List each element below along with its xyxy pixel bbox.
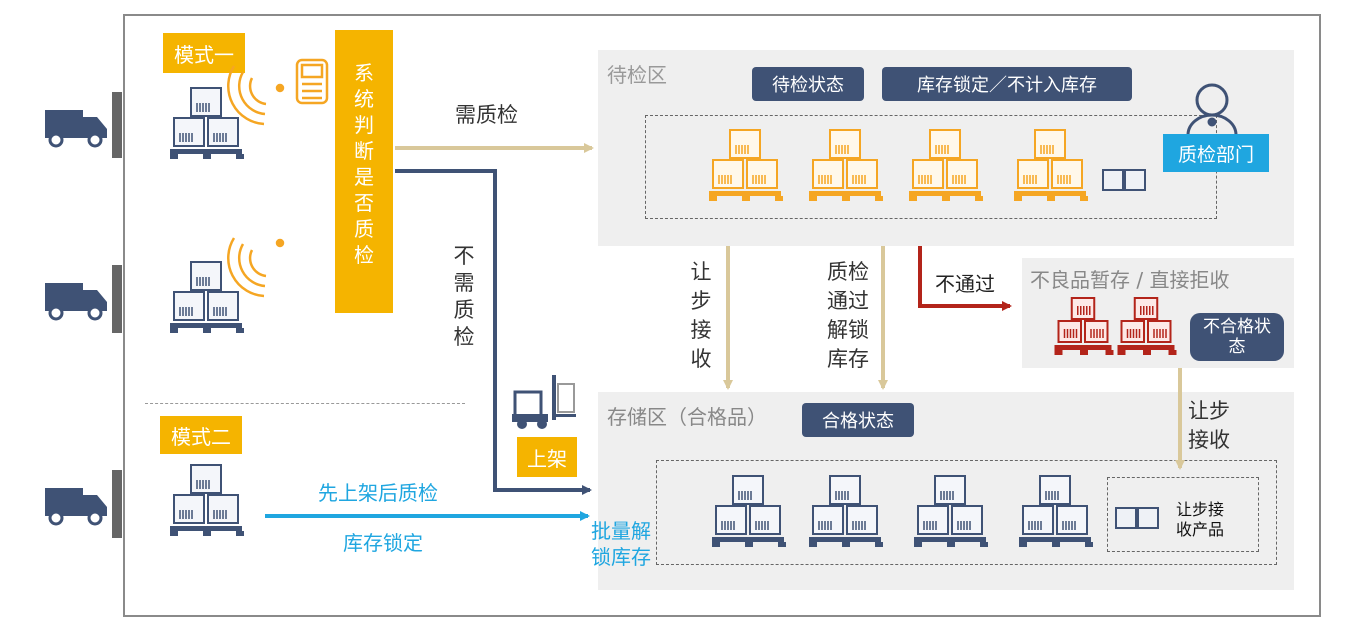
concession-product-label: 让步接收产品: [1176, 500, 1236, 540]
qualified-status-tag: 合格状态: [802, 403, 914, 437]
pallet-icon: [709, 129, 783, 201]
system-judge-text: 系统判断是否质检: [354, 61, 374, 267]
stock-locked-label: 库存锁定: [343, 531, 423, 555]
shelve-first-label: 先上架后质检: [318, 481, 438, 505]
batch-unlock-label: 批量解锁库存: [591, 518, 663, 570]
stock-lock-tag: 库存锁定／不计入库存: [882, 67, 1132, 101]
qc-department: 质检部门: [1163, 134, 1269, 172]
scanner-icon: [295, 58, 329, 105]
need-qc-label: 需质检: [455, 103, 518, 127]
pallet-icon: [809, 475, 883, 547]
loose-box-icon: [1102, 169, 1146, 191]
shelve-label: 上架: [517, 437, 577, 477]
pallet-icon: [170, 87, 244, 159]
qc-pass-label: 质检通过解锁库存: [827, 258, 873, 374]
unqualified-status-tag: 不合格状态: [1190, 313, 1284, 361]
fail-label: 不通过: [935, 272, 995, 296]
concession-product-box: [1107, 477, 1259, 552]
concession-product-text: 让步接收产品: [1176, 500, 1225, 539]
truck-icon: [45, 92, 122, 158]
pallet-icon: [170, 464, 244, 536]
rfid-signal-icon: [227, 237, 285, 298]
concession-right-label: 让步接收: [1188, 397, 1234, 455]
storage-zone-title: 存储区（合格品）: [607, 405, 767, 429]
pallet-icon: [1019, 475, 1093, 547]
truck-icon: [45, 265, 122, 333]
fail-arrow: [918, 246, 1012, 311]
pallet-icon: [1117, 297, 1177, 355]
pending-zone-title: 待检区: [607, 63, 667, 87]
mode-separator: [145, 403, 465, 404]
storage-pallet-area: [656, 460, 1277, 565]
pallet-icon: [914, 475, 988, 547]
mode1-label: 模式一: [163, 33, 245, 73]
rfid-signal-icon: [227, 65, 285, 126]
concession-left-label: 让步接收: [690, 260, 712, 371]
pallet-icon: [1054, 297, 1114, 355]
pallet-icon: [170, 261, 244, 333]
mode2-label: 模式二: [160, 416, 242, 454]
no-qc-label: 不需质检: [453, 244, 475, 349]
batch-unlock-text: 批量解锁库存: [591, 519, 651, 569]
pallet-icon: [909, 129, 983, 201]
qc-pass-text: 质检通过解锁库存: [827, 260, 869, 371]
unqualified-status-text: 不合格状态: [1203, 317, 1271, 357]
warehouse-frame: [123, 14, 1321, 617]
pallet-icon: [712, 475, 786, 547]
no-qc-arrow: [395, 169, 592, 495]
pending-status-tag: 待检状态: [752, 67, 864, 101]
loose-box-icon: [1115, 507, 1159, 529]
truck-icon: [45, 470, 122, 538]
concession-right-text: 让步接收: [1188, 399, 1230, 452]
forklift-icon: [512, 375, 576, 429]
qc-person-icon: [1186, 83, 1238, 136]
reject-zone-title: 不良品暂存 / 直接拒收: [1030, 268, 1230, 292]
system-judge-box: 系统判断是否质检: [335, 30, 393, 313]
pallet-icon: [809, 129, 883, 201]
pallet-icon: [1014, 129, 1088, 201]
